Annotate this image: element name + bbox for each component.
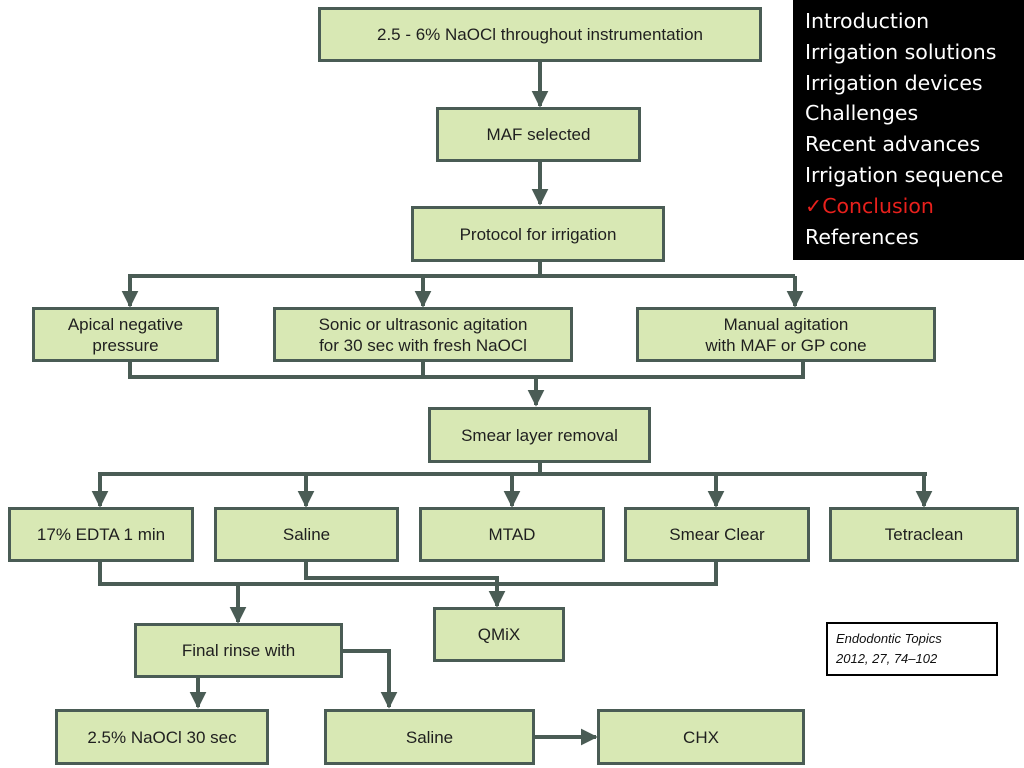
menu-item-irrigation-solutions[interactable]: Irrigation solutions (805, 39, 997, 64)
menu-item-irrigation-sequence[interactable]: Irrigation sequence (805, 162, 1004, 187)
node-smear-layer-removal: Smear layer removal (428, 407, 651, 463)
reference-box: Endodontic Topics 2012, 27, 74–102 (826, 622, 998, 676)
node-naocl-throughout: 2.5 - 6% NaOCl throughout instrumentatio… (318, 7, 762, 62)
node-smear-layer-removal-label: Smear layer removal (461, 425, 618, 445)
reference-citation: 2012, 27, 74–102 (836, 651, 938, 666)
node-apical-negative-line2: pressure (92, 335, 159, 355)
menu-item-introduction[interactable]: Introduction (805, 9, 930, 33)
node-saline-1-label: Saline (282, 525, 331, 544)
menu-item-challenges[interactable]: Challenges (805, 101, 919, 126)
node-qmix-label: QMiX (477, 625, 521, 644)
node-tetraclean-label: Tetraclean (884, 525, 964, 544)
node-sonic-agitation-line1: Sonic or ultrasonic agitation (318, 314, 528, 334)
menu-item-recent-advances[interactable]: Recent advances (805, 132, 981, 157)
node-sonic-agitation-line2: for 30 sec with fresh NaOCl (319, 335, 527, 355)
menu-item-conclusion[interactable]: ✓Conclusion (805, 191, 1024, 222)
node-saline-2: Saline (324, 709, 535, 765)
node-saline-1: Saline (214, 507, 399, 562)
node-smear-clear: Smear Clear (624, 507, 810, 562)
reference-journal: Endodontic Topics (836, 631, 942, 646)
final-rinse-to-saline-line (343, 649, 398, 709)
node-final-rinse-label: Final rinse with (181, 641, 296, 660)
node-apical-negative: Apical negative pressure (32, 307, 219, 362)
node-sonic-agitation: Sonic or ultrasonic agitation for 30 sec… (273, 307, 573, 362)
node-manual-agitation-line2: with MAF or GP cone (705, 335, 867, 355)
node-mtad-label: MTAD (488, 525, 536, 544)
node-naocl-throughout-label: 2.5 - 6% NaOCl throughout instrumentatio… (376, 25, 703, 44)
node-manual-agitation: Manual agitation with MAF or GP cone (636, 307, 936, 362)
node-final-rinse: Final rinse with (134, 623, 343, 678)
node-naocl-final-label: 2.5% NaOCl 30 sec (87, 727, 237, 747)
node-maf-selected: MAF selected (436, 107, 641, 162)
node-smear-clear-label: Smear Clear (669, 525, 765, 544)
menu-item-irrigation-devices[interactable]: Irrigation devices (805, 70, 983, 95)
node-edta-label: 17% EDTA 1 min (36, 525, 166, 544)
node-mtad: MTAD (419, 507, 605, 562)
menu-item-references[interactable]: References (805, 224, 919, 249)
node-chx-label: CHX (683, 727, 719, 747)
menu-item-conclusion-label: Conclusion (822, 193, 934, 218)
outline-menu: Introduction Irrigation solutions Irriga… (793, 0, 1024, 260)
node-protocol-label: Protocol for irrigation (459, 224, 617, 244)
node-maf-selected-label: MAF selected (486, 125, 591, 144)
node-apical-negative-line1: Apical negative (67, 314, 184, 334)
node-manual-agitation-line1: Manual agitation (723, 314, 849, 334)
checkmark-icon: ✓ (805, 193, 823, 218)
node-saline-2-label: Saline (405, 727, 454, 747)
node-naocl-final: 2.5% NaOCl 30 sec (55, 709, 269, 765)
node-edta: 17% EDTA 1 min (8, 507, 194, 562)
node-tetraclean: Tetraclean (829, 507, 1019, 562)
node-chx: CHX (597, 709, 805, 765)
node-protocol: Protocol for irrigation (411, 206, 665, 262)
saline-to-qmix-line (304, 562, 506, 608)
node-qmix: QMiX (433, 607, 565, 662)
